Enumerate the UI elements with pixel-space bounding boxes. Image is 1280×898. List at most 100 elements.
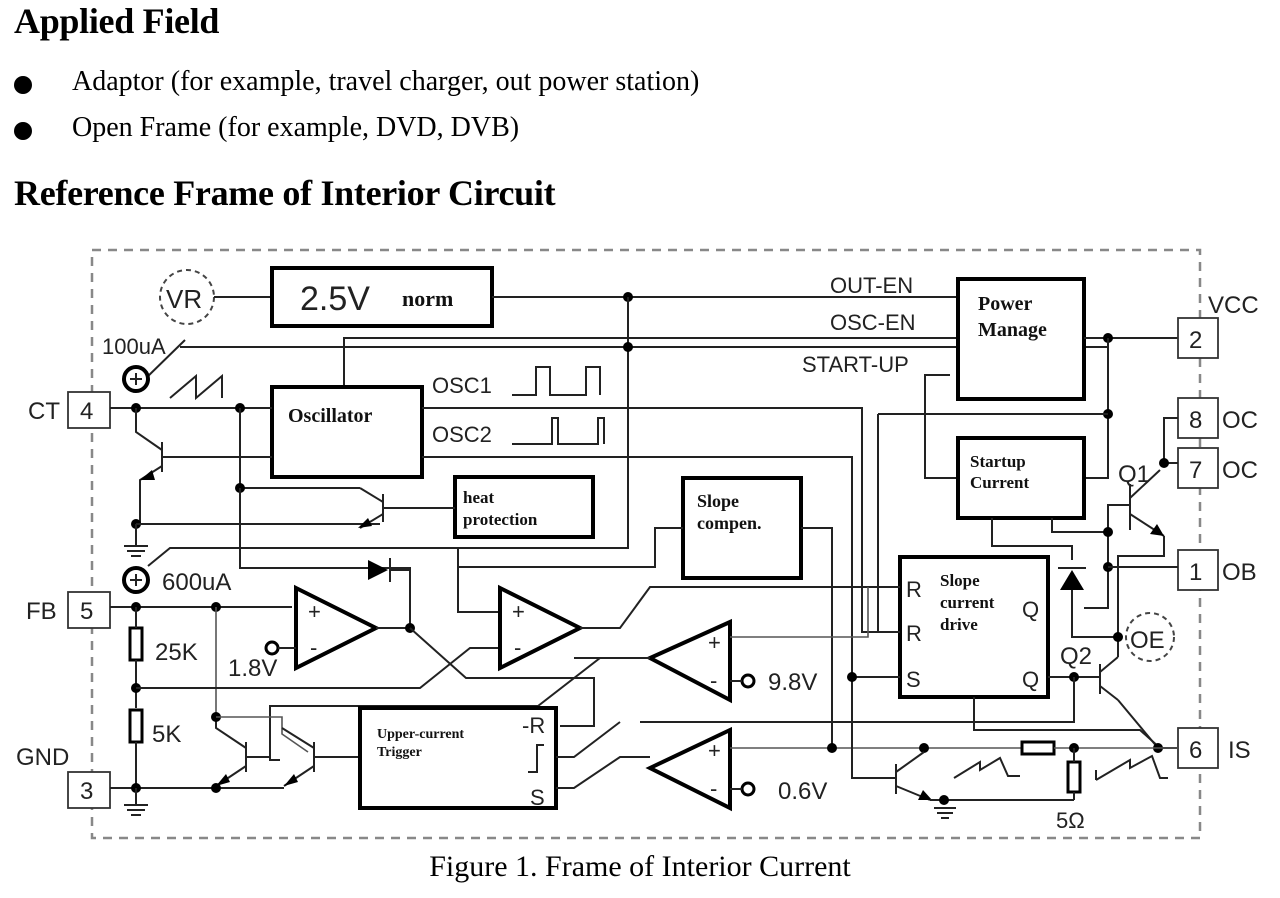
start-up-label: START-UP (802, 352, 909, 377)
sense-waveform-icon (1095, 754, 1168, 781)
svg-text:-: - (710, 776, 717, 801)
startup-current-block: Startup Current (956, 436, 1086, 520)
svg-text:-: - (310, 635, 317, 660)
svg-text:IS: IS (1228, 737, 1251, 764)
resistor-5ohm-label: 5Ω (1056, 808, 1085, 833)
svg-text:+: + (512, 599, 525, 624)
svg-text:4: 4 (80, 398, 93, 425)
svg-text:3: 3 (80, 778, 93, 805)
resistor-5k-label: 5K (152, 721, 181, 748)
power-manage-block: Power Manage (956, 277, 1086, 401)
chip-boundary (90, 248, 1202, 840)
figure-caption: Figure 1. Frame of Interior Current (429, 850, 851, 883)
bullet-text: Open Frame (for example, DVD, DVB) (72, 112, 520, 143)
transistor-q1: Q1 (1118, 461, 1165, 537)
resistor-5k-icon (128, 708, 144, 744)
svg-text:protection: protection (463, 510, 538, 529)
current-source-100ua-icon (122, 365, 150, 393)
bullet-icon (14, 76, 32, 94)
heat-protection-block: heat protection (453, 475, 595, 539)
diode-icon (1058, 567, 1086, 590)
svg-text:compen.: compen. (697, 513, 762, 533)
svg-text:6: 6 (1189, 737, 1202, 764)
svg-text:Power: Power (978, 293, 1033, 315)
pin-1-ob: 1 OB (1177, 549, 1257, 591)
svg-text:current: current (940, 593, 995, 612)
svg-text:Q: Q (1022, 667, 1039, 692)
svg-text:OC: OC (1222, 457, 1258, 484)
svg-text:OB: OB (1222, 559, 1257, 586)
comparator-ocp: + - (645, 726, 732, 812)
svg-text:OC: OC (1222, 407, 1258, 434)
reference-frame-heading: Reference Frame of Interior Circuit (14, 173, 556, 213)
bullet-icon (14, 122, 32, 140)
svg-text:norm: norm (402, 286, 453, 311)
svg-text:FB: FB (26, 598, 57, 625)
osc2-label: OSC2 (432, 422, 492, 447)
feedback-diode-icon (368, 558, 391, 582)
svg-text:Trigger: Trigger (377, 745, 422, 760)
svg-text:S: S (530, 785, 545, 810)
svg-text:Upper-current: Upper-current (377, 727, 464, 742)
svg-text:R: R (906, 621, 922, 646)
voltage-9v8-label: 9.8V (768, 669, 817, 696)
slope-compensation-block: Slope compen. (681, 476, 803, 580)
svg-text:Slope: Slope (697, 491, 739, 511)
current-600ua-label: 600uA (162, 569, 231, 596)
svg-text:Current: Current (970, 473, 1030, 492)
reference-1v8-terminal (264, 640, 280, 656)
osc1-waveform-icon (512, 366, 601, 396)
ground-icon (124, 545, 148, 557)
slope-transistor (895, 751, 932, 801)
svg-text:S: S (906, 667, 921, 692)
svg-text:R: R (906, 577, 922, 602)
svg-text:+: + (308, 599, 321, 624)
svg-text:Oscillator: Oscillator (288, 405, 373, 427)
osc-en-label: OSC-EN (830, 310, 916, 335)
svg-text:Startup: Startup (970, 452, 1026, 471)
svg-text:CT: CT (28, 398, 60, 425)
resistor-5ohm-icon (1066, 760, 1082, 794)
pin-6-is: 6 IS (1177, 727, 1251, 769)
svg-text:Q2: Q2 (1060, 643, 1092, 670)
comparator-pwm: + - (498, 584, 585, 672)
svg-text:+: + (708, 738, 721, 763)
ground-icon (934, 807, 956, 819)
svg-text:-: - (514, 635, 521, 660)
svg-text:GND: GND (16, 744, 69, 771)
ground-icon (124, 804, 148, 816)
slope-current-drive-block: Slope current drive R R S Q Q (898, 555, 1050, 699)
svg-text:-: - (710, 668, 717, 693)
svg-text:+: + (708, 630, 721, 655)
sawtooth-waveform-icon (169, 373, 223, 401)
oscillator-block: Oscillator (270, 385, 424, 479)
voltage-0v6-label: 0.6V (778, 778, 827, 805)
comparator-ovp: + - (645, 618, 732, 704)
svg-text:heat: heat (463, 488, 495, 507)
svg-text:8: 8 (1189, 407, 1202, 434)
svg-text:1: 1 (1189, 559, 1202, 586)
interior-circuit-diagram: VR 2.5V norm 100uA Power Manage OUT-EN O… (16, 248, 1259, 840)
svg-text:VCC: VCC (1208, 292, 1259, 319)
resistor-25k-icon (128, 626, 144, 662)
clamp-transistor-1 (215, 717, 247, 787)
svg-text:2: 2 (1189, 327, 1202, 354)
svg-text:Slope: Slope (940, 571, 980, 590)
pin-4-ct: 4 CT (28, 391, 111, 429)
svg-text:drive: drive (940, 615, 978, 634)
bullet-text: Adaptor (for example, travel charger, ou… (72, 66, 700, 97)
vr-reference: VR (159, 269, 215, 325)
reference-0v6-terminal (740, 781, 756, 797)
pin-3-gnd: 3 GND (16, 744, 111, 809)
transistor-q2: Q2 (1060, 643, 1119, 701)
svg-text:7: 7 (1189, 457, 1202, 484)
osc1-label: OSC1 (432, 373, 492, 398)
svg-text:OE: OE (1130, 627, 1165, 654)
svg-text:Q1: Q1 (1118, 461, 1150, 488)
osc2-waveform-icon (512, 417, 605, 445)
oe-marker: OE (1125, 612, 1175, 662)
discharge-transistor (135, 408, 163, 524)
current-100ua-label: 100uA (102, 334, 166, 359)
comparator-fb: + - (294, 584, 381, 672)
reference-9v8-terminal (740, 673, 756, 689)
